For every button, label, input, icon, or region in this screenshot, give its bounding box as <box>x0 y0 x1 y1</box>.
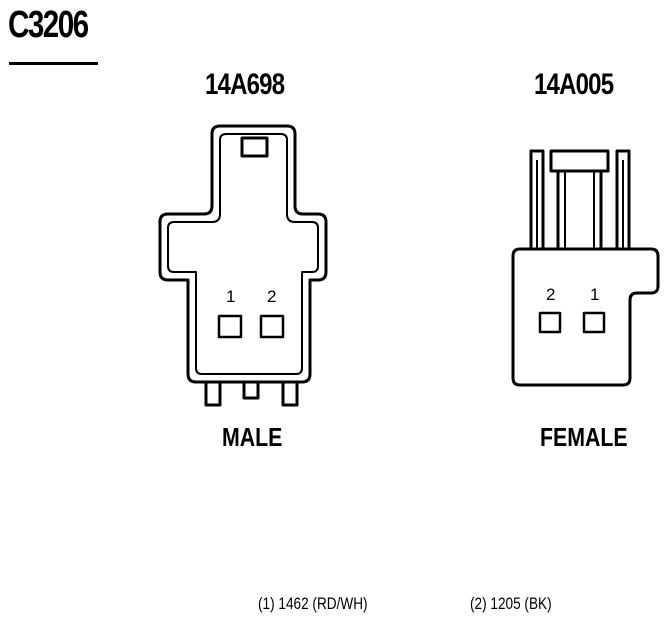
female-pin-number-2: 2 <box>546 285 555 304</box>
male-terminal-right <box>281 380 299 407</box>
male-pin-number-2: 2 <box>267 287 276 306</box>
male-latch <box>240 136 269 158</box>
female-pin-number-1: 1 <box>590 285 599 304</box>
male-terminal-middle <box>242 380 260 400</box>
male-connector-inner-outline <box>167 133 319 375</box>
female-connector-body <box>511 247 660 387</box>
male-connector-drawing <box>158 124 328 407</box>
female-latch-cap <box>549 149 610 173</box>
wiring-legend-pin-2: (2) 1205 (BK) <box>470 594 552 613</box>
male-part-number: 14A698 <box>205 68 285 101</box>
male-pin-number-1: 1 <box>226 287 235 306</box>
male-label: MALE <box>222 422 283 452</box>
female-connector-drawing <box>511 149 660 387</box>
male-pin-cavity-2 <box>259 314 285 339</box>
female-label: FEMALE <box>540 422 628 452</box>
female-pin-cavity-2 <box>538 311 562 334</box>
female-pin-cavity-1 <box>582 311 606 334</box>
connector-id-title: C3206 <box>8 4 89 46</box>
title-underline <box>9 62 98 65</box>
female-part-number: 14A005 <box>534 68 614 101</box>
male-terminal-left <box>204 380 222 407</box>
male-pin-cavity-1 <box>217 314 243 339</box>
wiring-legend-pin-1: (1) 1462 (RD/WH) <box>258 594 368 613</box>
